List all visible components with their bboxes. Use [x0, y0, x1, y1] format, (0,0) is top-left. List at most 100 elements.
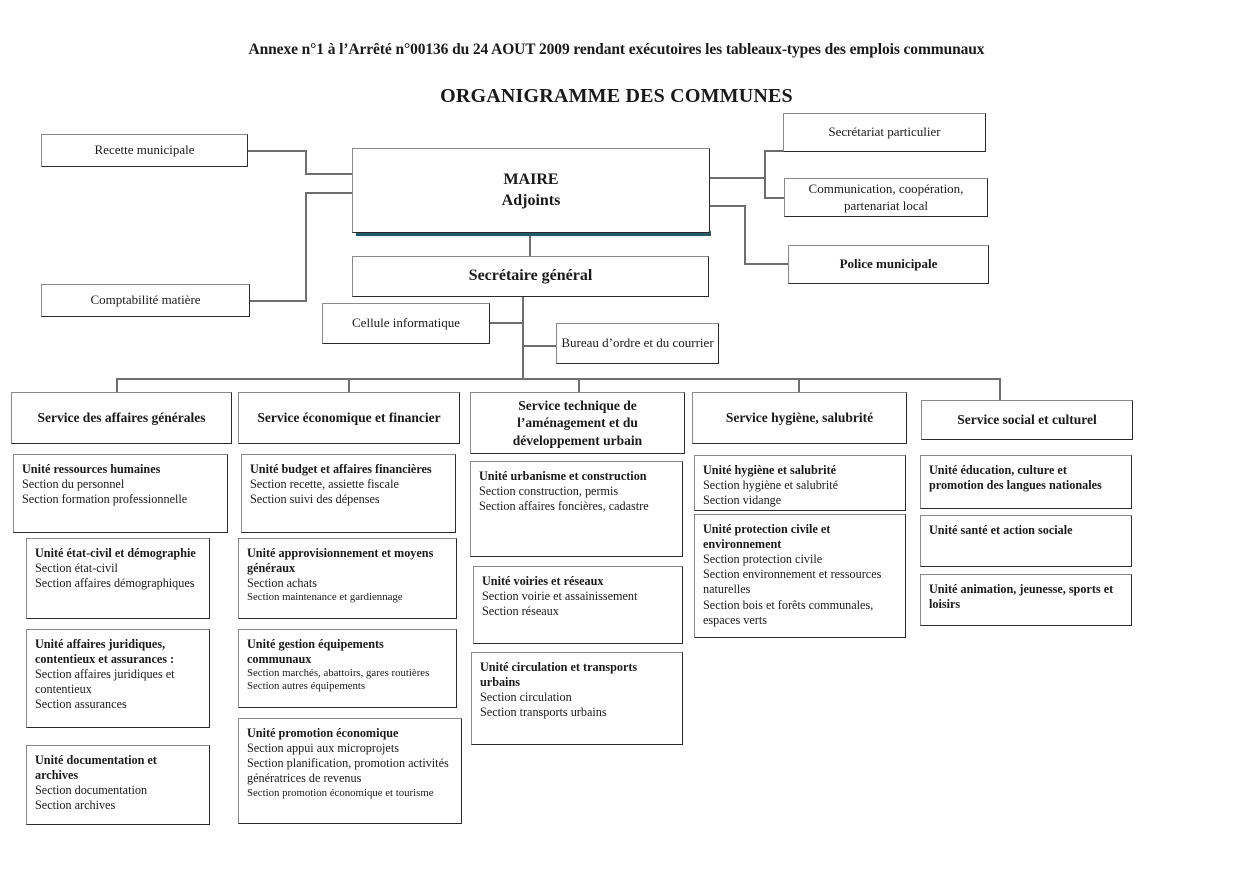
connector-maire-right-h	[709, 177, 765, 179]
box-police-municipale[interactable]: Police municipale	[788, 245, 989, 284]
unit-section: Section affaires démographiques	[35, 576, 195, 591]
unit-title: Unité protection civile et environnement	[703, 522, 831, 551]
connector-sg-trunk	[522, 297, 524, 378]
connector-maire-sg	[529, 232, 531, 256]
unit-title: Unité budget et affaires financières	[250, 462, 432, 476]
unit-section: Section marchés, abattoirs, gares routiè…	[247, 666, 430, 679]
unit-section: Section documentation	[35, 782, 148, 797]
unit-title: Unité état-civil et démographie	[35, 546, 196, 560]
unit-section: Section maintenance et gardiennage	[247, 591, 403, 603]
box-service-economique-financier[interactable]: Service économique et financier	[238, 392, 460, 444]
unit-section: Section recette, assiette fiscale	[250, 476, 399, 491]
box-unite-etat-civil-demographie[interactable]: Unité état-civil et démographie Section …	[26, 538, 210, 619]
adjoints-label: Adjoints	[501, 191, 561, 209]
connector-comptabilite-h2	[305, 192, 353, 194]
unit-title: Unité hygiène et salubrité	[703, 463, 837, 477]
unit-section: Section autres équipements	[247, 680, 366, 693]
connector-police-h2	[744, 263, 789, 265]
unit-title: Unité circulation et transports urbains	[480, 660, 638, 689]
connector-communication-h	[764, 197, 786, 199]
unit-section: Section appui aux microprojets	[247, 740, 399, 755]
unit-section: Section suivi des dépenses	[250, 492, 380, 507]
box-service-technique-amenagement[interactable]: Service technique de l’aménagement et du…	[470, 392, 685, 454]
unit-section: Section réseaux	[482, 604, 559, 619]
unit-title: Unité gestion équipements communaux	[247, 637, 384, 666]
box-unite-animation-jeunesse-sports-loisirs[interactable]: Unité animation, jeunesse, sports et loi…	[920, 574, 1132, 626]
maire-label: MAIRE	[503, 170, 559, 188]
box-unite-affaires-juridiques[interactable]: Unité affaires juridiques, contentieux e…	[26, 629, 210, 728]
box-unite-ressources-humaines[interactable]: Unité ressources humaines Section du per…	[13, 454, 228, 533]
unit-section: Section planification, promotion activit…	[247, 756, 449, 786]
unit-title: Unité documentation et archives	[35, 753, 157, 782]
bureau-ordre-courrier-label: Bureau d’ordre et du courrier	[561, 335, 714, 351]
unit-title: Unité animation, jeunesse, sports et loi…	[929, 582, 1114, 611]
connector-services-bus	[116, 378, 1000, 380]
connector-cellule-informatique	[490, 322, 523, 324]
unit-title: Unité éducation, culture et promotion de…	[929, 463, 1102, 492]
connector-recette-v	[305, 150, 307, 174]
cellule-informatique-label: Cellule informatique	[352, 315, 460, 331]
unit-section: Section bois et forêts communales, espac…	[703, 597, 874, 627]
unit-section: Section transports urbains	[480, 705, 607, 719]
connector-drop-service-3	[578, 378, 580, 392]
service-4-title: Service hygiène, salubrité	[725, 410, 874, 426]
box-unite-hygiene-salubrite[interactable]: Unité hygiène et salubrité Section hygiè…	[694, 455, 906, 511]
police-municipale-label: Police municipale	[839, 256, 938, 272]
connector-right-trunk-v	[764, 150, 766, 198]
box-maire-adjoints[interactable]: MAIRE Adjoints	[352, 148, 710, 233]
box-secretariat-particulier[interactable]: Secrétariat particulier	[783, 113, 986, 152]
unit-section: Section achats	[247, 575, 318, 590]
box-service-social-culturel[interactable]: Service social et culturel	[921, 400, 1133, 440]
unit-title: Unité affaires juridiques, contentieux e…	[35, 637, 175, 666]
unit-section: Section état-civil	[35, 560, 118, 575]
communication-cooperation-label: Communication, coopération, partenariat …	[808, 181, 964, 213]
box-service-affaires-generales[interactable]: Service des affaires générales	[11, 392, 232, 444]
box-unite-gestion-equipements-communaux[interactable]: Unité gestion équipements communaux Sect…	[238, 629, 457, 708]
unit-section: Section archives	[35, 798, 116, 812]
unit-title: Unité voiries et réseaux	[482, 574, 604, 588]
box-unite-promotion-economique[interactable]: Unité promotion économique Section appui…	[238, 718, 462, 824]
comptabilite-matiere-label: Comptabilité matière	[90, 292, 201, 308]
box-unite-education-culture-langues[interactable]: Unité éducation, culture et promotion de…	[920, 455, 1132, 509]
connector-bureau-ordre	[522, 345, 556, 347]
service-3-title: Service technique de l’aménagement et du…	[512, 398, 643, 448]
unit-section: Section assurances	[35, 697, 127, 712]
connector-drop-service-2	[348, 378, 350, 393]
box-unite-documentation-archives[interactable]: Unité documentation et archives Section …	[26, 745, 210, 825]
box-unite-urbanisme-construction[interactable]: Unité urbanisme et construction Section …	[470, 461, 683, 557]
unit-title: Unité santé et action sociale	[929, 523, 1073, 537]
connector-maire-police-h1	[709, 205, 745, 207]
box-service-hygiene-salubrite[interactable]: Service hygiène, salubrité	[692, 392, 907, 444]
box-unite-voiries-reseaux[interactable]: Unité voiries et réseaux Section voirie …	[473, 566, 683, 644]
unit-title: Unité ressources humaines	[22, 462, 161, 476]
unit-section: Section affaires foncières, cadastre	[479, 499, 649, 514]
box-unite-protection-civile-environnement[interactable]: Unité protection civile et environnement…	[694, 514, 906, 638]
box-unite-sante-action-sociale[interactable]: Unité santé et action sociale	[920, 515, 1132, 567]
connector-comptabilite-h1	[250, 300, 306, 302]
maire-box-shadow	[356, 231, 711, 236]
unit-section: Section environnement et ressources natu…	[703, 567, 882, 597]
unit-section: Section vidange	[703, 493, 782, 508]
unit-title: Unité promotion économique	[247, 726, 399, 740]
unit-section: Section circulation	[480, 689, 572, 704]
unit-section: Section protection civile	[703, 551, 823, 566]
unit-section: Section hygiène et salubrité	[703, 477, 839, 492]
connector-drop-service-1	[116, 378, 118, 393]
page-title: ORGANIGRAMME DES COMMUNES	[440, 85, 793, 107]
box-recette-municipale[interactable]: Recette municipale	[41, 134, 248, 167]
box-communication-cooperation[interactable]: Communication, coopération, partenariat …	[784, 178, 988, 217]
connector-recette-h2	[305, 173, 353, 175]
secretaire-general-label: Secrétaire général	[468, 267, 593, 285]
unit-section: Section du personnel	[22, 476, 125, 491]
box-unite-circulation-transports-urbains[interactable]: Unité circulation et transports urbains …	[471, 652, 683, 745]
box-comptabilite-matiere[interactable]: Comptabilité matière	[41, 284, 250, 317]
unit-section: Section affaires juridiques et contentie…	[35, 666, 175, 696]
box-unite-budget-affaires-financieres[interactable]: Unité budget et affaires financières Sec…	[241, 454, 456, 533]
connector-drop-service-4	[798, 378, 800, 393]
box-unite-approvisionnement-moyens-generaux[interactable]: Unité approvisionnement et moyens généra…	[238, 538, 457, 619]
unit-title: Unité approvisionnement et moyens généra…	[247, 546, 434, 575]
box-bureau-ordre-courrier[interactable]: Bureau d’ordre et du courrier	[556, 323, 719, 364]
box-cellule-informatique[interactable]: Cellule informatique	[322, 303, 490, 344]
box-secretaire-general[interactable]: Secrétaire général	[352, 256, 709, 297]
